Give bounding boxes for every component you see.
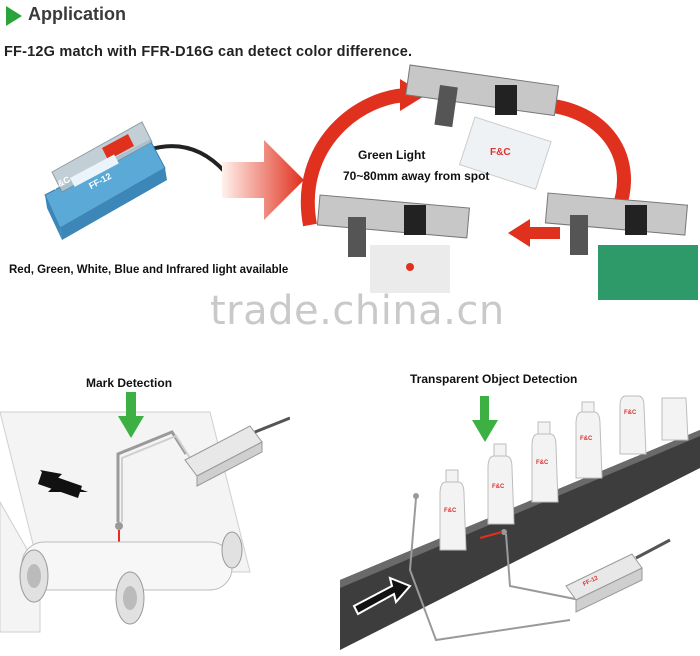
color-detection-demo: F&C xyxy=(301,64,698,300)
amplifier-product-image xyxy=(44,121,227,240)
bottle-label: F&C xyxy=(624,410,637,416)
bottle-label: F&C xyxy=(536,460,549,466)
play-triangle-icon xyxy=(6,6,22,26)
distance-label: 70~80mm away from spot xyxy=(343,169,490,183)
watermark: trade.china.cn xyxy=(210,288,505,334)
svg-text:F&C: F&C xyxy=(490,147,511,158)
bottle-label: F&C xyxy=(492,484,505,490)
mark-detection-title: Mark Detection xyxy=(86,376,173,390)
section-title: Application xyxy=(28,4,126,24)
big-right-arrow-icon xyxy=(222,140,304,220)
tagline: FF-12G match with FFR-D16G can detect co… xyxy=(4,44,413,60)
product-caption: Red, Green, White, Blue and Infrared lig… xyxy=(9,264,289,276)
bottle-label: F&C xyxy=(444,508,457,514)
light-label: Green Light xyxy=(358,148,426,162)
transparent-detection-title: Transparent Object Detection xyxy=(410,372,578,386)
bottle-label: F&C xyxy=(580,436,593,442)
transparent-detection-illustration: F&C F&C F&C F&C F&C FF-12 xyxy=(340,395,700,650)
mark-detection-illustration xyxy=(0,392,290,633)
